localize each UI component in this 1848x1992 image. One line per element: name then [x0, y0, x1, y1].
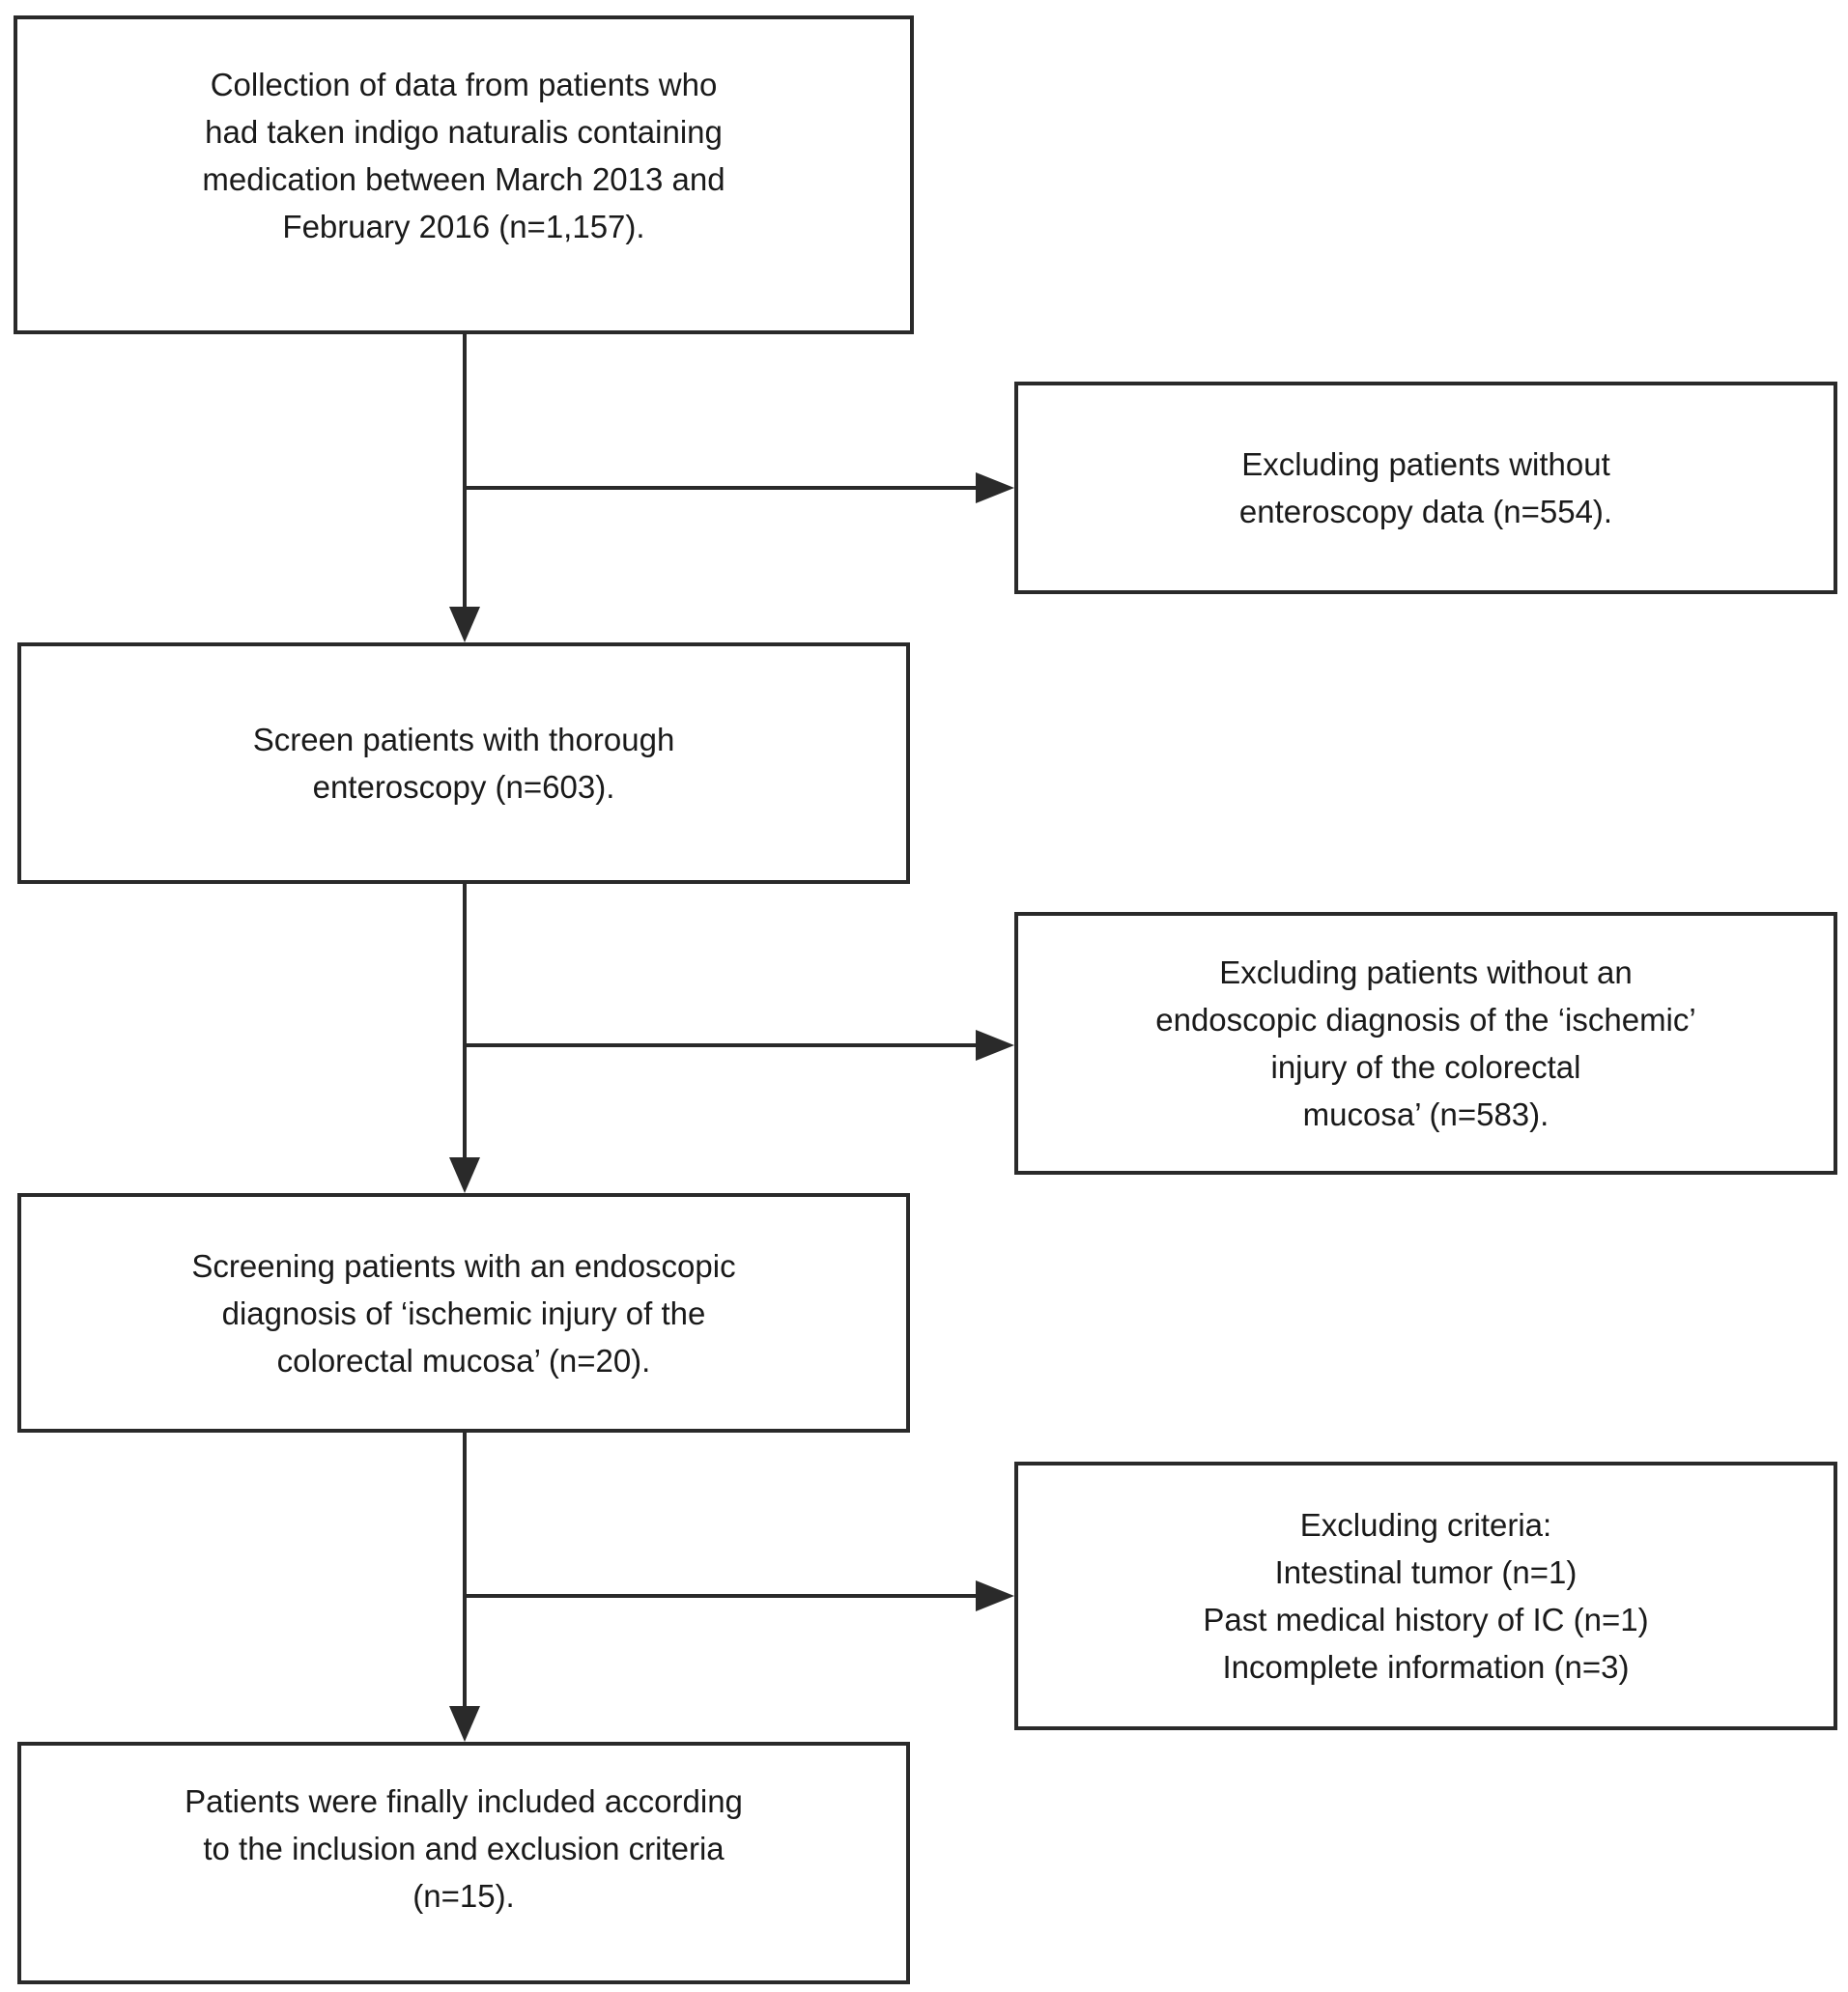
- screen-enteroscopy-text: Screen patients with thorough enteroscop…: [252, 722, 675, 805]
- screening-ischemic-injury-text: Screening patients with an endoscopic di…: [191, 1247, 736, 1379]
- exclusion-no-ischemic-diagnosis-box: Excluding patients without an endoscopic…: [1014, 912, 1837, 1175]
- exclusion-no-enteroscopy-box: Excluding patients without enteroscopy d…: [1014, 382, 1837, 594]
- exclusion-criteria-text: Excluding criteria: Intestinal tumor (n=…: [1203, 1507, 1649, 1685]
- arrowhead-down-3: [449, 1706, 480, 1742]
- final-included-text: Patients were finally included according…: [185, 1783, 743, 1914]
- arrowhead-right-2: [976, 1030, 1014, 1061]
- arrowhead-right-3: [976, 1580, 1014, 1611]
- data-collection-text: Collection of data from patients who had…: [202, 67, 725, 244]
- screen-enteroscopy-box: Screen patients with thorough enteroscop…: [17, 642, 910, 884]
- screening-ischemic-injury-box: Screening patients with an endoscopic di…: [17, 1193, 910, 1433]
- exclusion-criteria-box: Excluding criteria: Intestinal tumor (n=…: [1014, 1462, 1837, 1730]
- exclusion-no-ischemic-diagnosis-text: Excluding patients without an endoscopic…: [1155, 954, 1696, 1132]
- arrowhead-down-1: [449, 607, 480, 642]
- data-collection-box: Collection of data from patients who had…: [14, 15, 914, 334]
- arrowhead-down-2: [449, 1157, 480, 1193]
- final-included-box: Patients were finally included according…: [17, 1742, 910, 1984]
- exclusion-no-enteroscopy-text: Excluding patients without enteroscopy d…: [1238, 446, 1613, 529]
- arrowhead-right-1: [976, 472, 1014, 503]
